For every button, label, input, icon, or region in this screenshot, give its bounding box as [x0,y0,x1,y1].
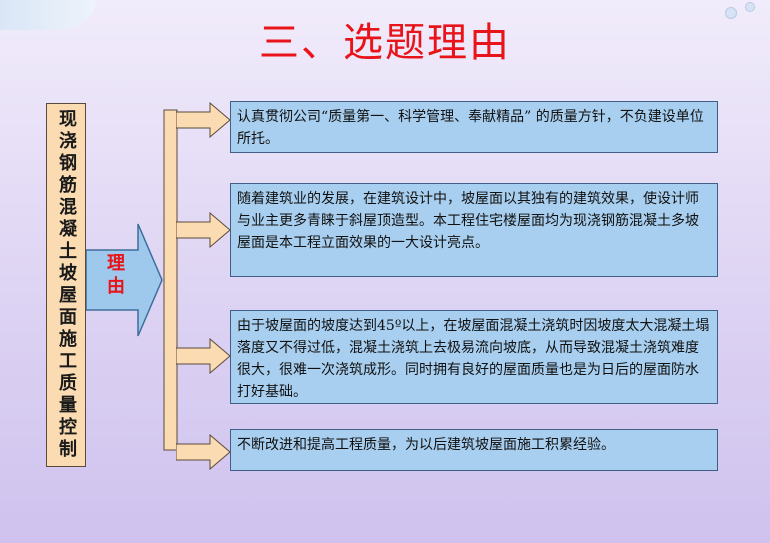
decorative-dot [745,2,755,12]
reason-box-quality-policy: 认真贯彻公司“质量第一、科学管理、奉献精品” 的质量方针，不负建设单位所托。 [230,101,718,153]
page-title: 三、选题理由 [259,20,511,66]
reason-box-design-highlight: 随着建筑业的发展，在建筑设计中，坡屋面以其独有的建筑效果，使设计师与业主更多青睐… [230,183,718,277]
decorative-dot [725,7,737,19]
topic-box: 现浇钢筋混凝土坡屋面施工质量控制 [46,103,86,467]
reason-box-construction-difficulty: 由于坡屋面的坡度达到45º以上，在坡屋面混凝土浇筑时因坡度太大混凝土塌落度又不得… [230,310,718,404]
bracket-connector [163,109,178,451]
arrow-right-icon [176,102,231,138]
arrow-label: 理由 [107,253,125,297]
reason-box-experience: 不断改进和提高工程质量，为以后建筑坡屋面施工积累经验。 [230,429,718,471]
arrow-right-icon [176,434,231,470]
arrow-right-icon [176,338,231,374]
arrow-right-icon [176,212,231,248]
topic-text: 现浇钢筋混凝土坡屋面施工质量控制 [56,109,77,461]
main-arrow-icon [86,223,163,337]
